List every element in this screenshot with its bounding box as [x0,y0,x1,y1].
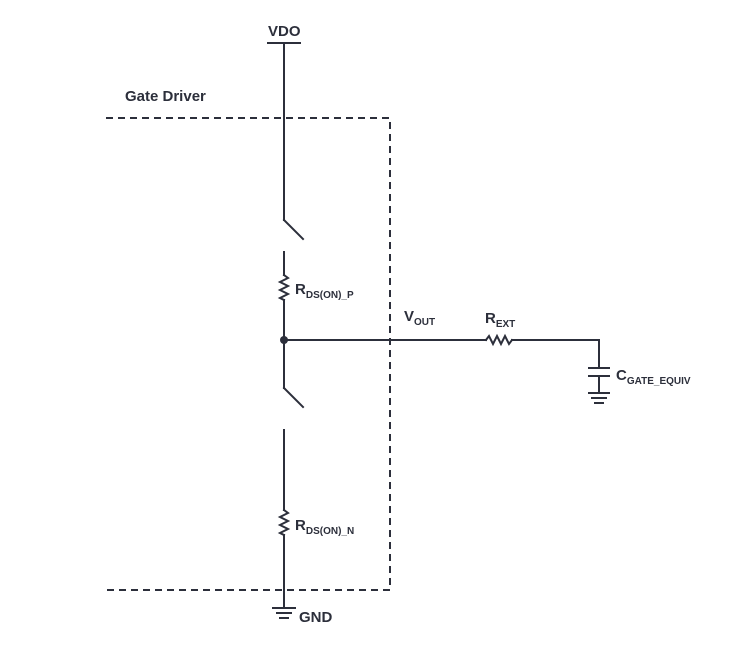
cap-ground-icon [588,392,610,404]
cgate-label: CGATE_EQUIV [616,367,691,387]
rdson-p-label: RDS(ON)_P [295,281,354,301]
gate-driver-label: Gate Driver [125,88,206,105]
gate-driver-boundary [106,117,391,591]
rdson-n-resistor [277,508,291,537]
p-switch-blade [282,218,305,241]
n-switch-blade [282,386,305,409]
rext-label: REXT [485,310,515,330]
gnd-label: GND [299,609,333,626]
rdson-n-label: RDS(ON)_N [295,517,354,537]
rdson-p-resistor [277,273,291,302]
vdd-label: VDO [268,23,301,40]
rext-resistor [484,333,514,347]
ground-icon [272,607,296,619]
vout-label: VOUT [404,308,435,328]
